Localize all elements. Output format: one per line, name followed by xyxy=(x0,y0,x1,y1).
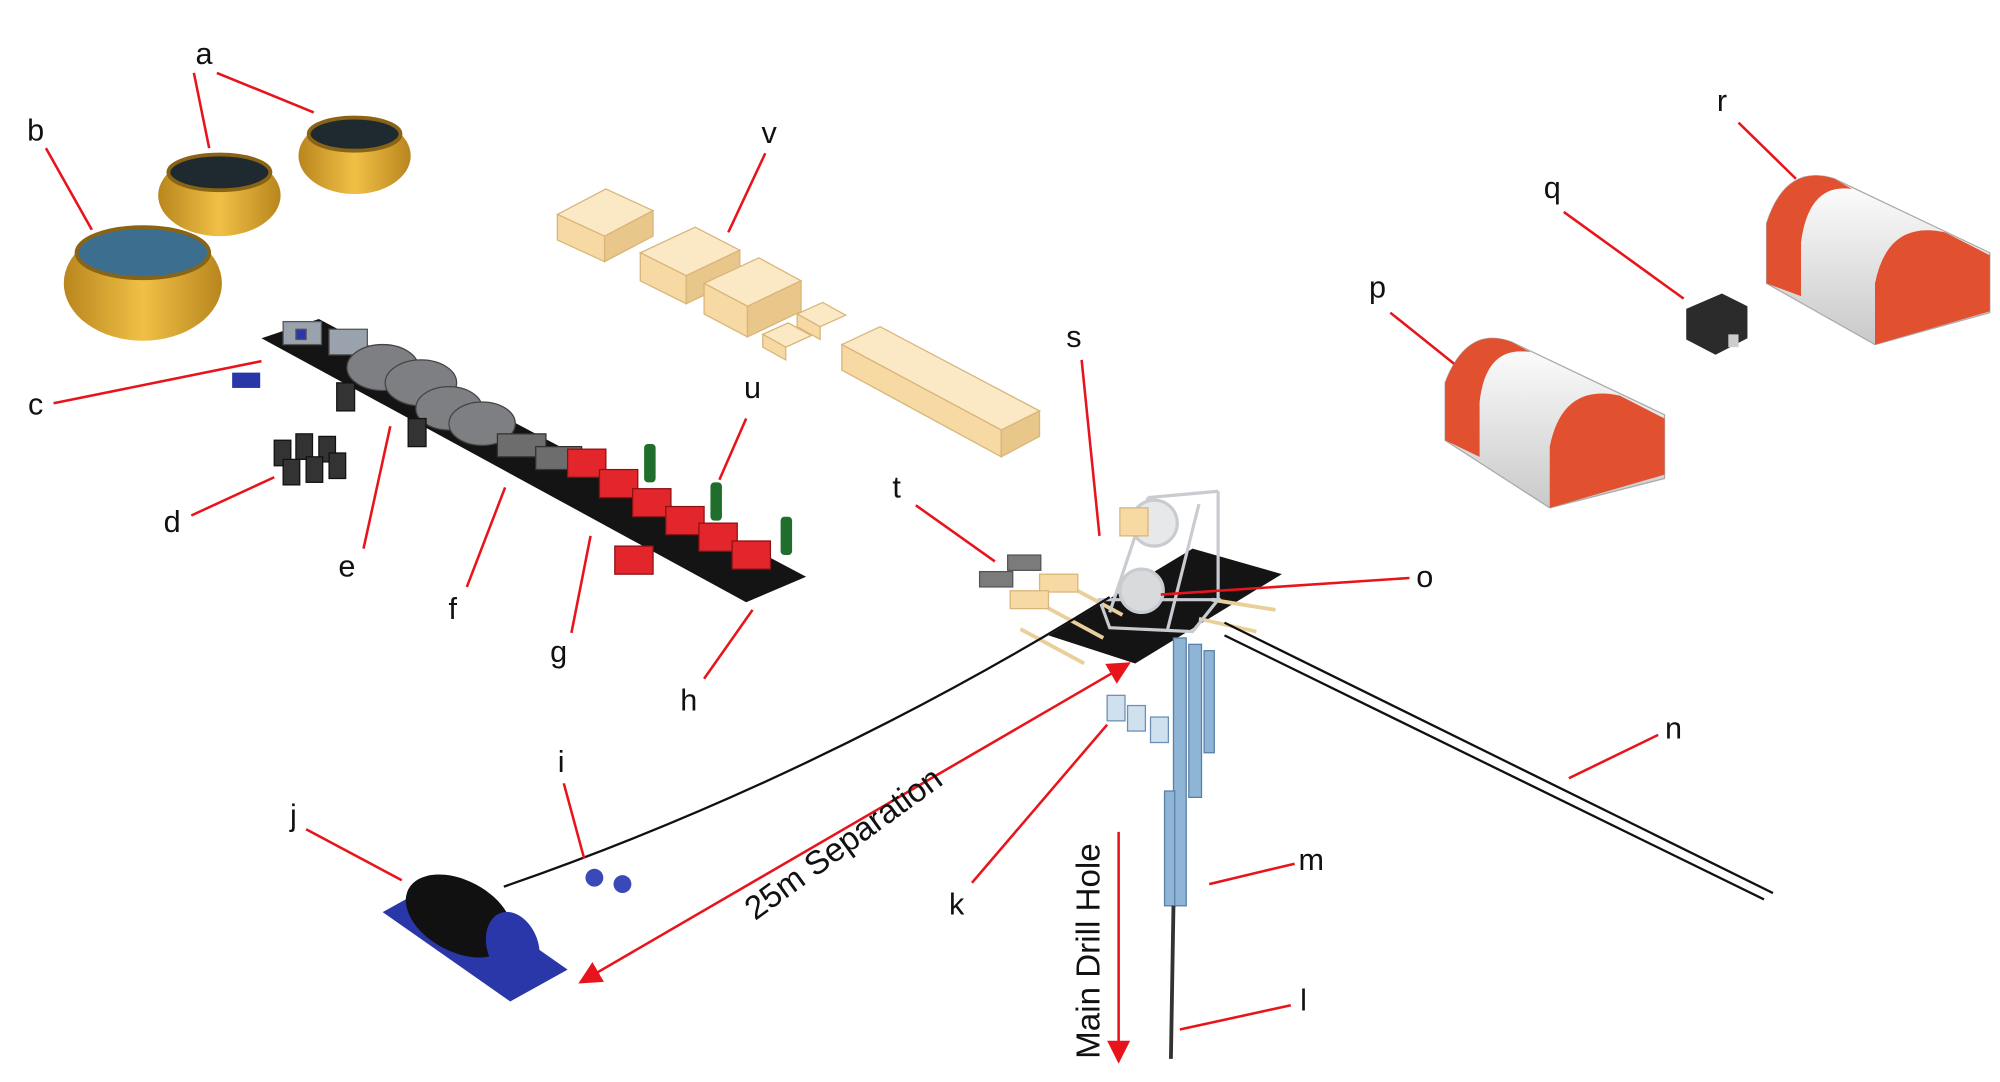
label-p: p xyxy=(1369,270,1386,304)
label-l: l xyxy=(1300,983,1307,1017)
equipment-platform xyxy=(261,319,807,603)
drill-string-l xyxy=(1169,905,1176,1059)
label-k: k xyxy=(949,888,965,922)
leader-lines xyxy=(44,71,1797,1031)
drill-tower xyxy=(1097,489,1222,634)
label-a: a xyxy=(196,37,214,71)
label-s: s xyxy=(1066,320,1081,354)
fuel-bladder-tank-small-1 xyxy=(158,152,281,237)
label-d: d xyxy=(164,505,181,539)
gas-cylinders xyxy=(644,444,793,556)
cable-to-winch xyxy=(503,596,1111,888)
generator-q xyxy=(1686,293,1748,355)
label-c: c xyxy=(28,388,43,422)
fuel-bladder-tank-small-2 xyxy=(298,115,411,195)
label-e: e xyxy=(338,550,355,584)
drill-platform xyxy=(978,489,1282,666)
cable-n-2 xyxy=(1223,634,1765,901)
small-pump xyxy=(232,372,261,388)
winch-j xyxy=(382,874,568,1002)
compressors xyxy=(346,343,516,446)
letter-labels: a b c d e f g h i j k l m n o p q r s t … xyxy=(27,37,1727,1017)
label-m: m xyxy=(1298,843,1324,877)
label-i: i xyxy=(558,745,565,779)
label-t: t xyxy=(892,471,901,505)
cable-n-1 xyxy=(1223,621,1774,895)
clamps-k xyxy=(1106,694,1170,744)
label-b: b xyxy=(27,113,44,147)
label-u: u xyxy=(744,371,761,405)
drill-hole-annotation: Main Drill Hole xyxy=(1070,843,1107,1059)
fuel-bladder-tank-large xyxy=(63,225,222,341)
label-r: r xyxy=(1717,84,1727,118)
separation-arrow xyxy=(578,662,1131,984)
drill-string-m xyxy=(1163,637,1215,907)
label-q: q xyxy=(1544,171,1561,205)
barrels xyxy=(273,382,427,486)
label-f: f xyxy=(449,592,458,626)
separation-annotation: 25m Separation xyxy=(738,760,949,928)
core-boxes xyxy=(978,554,1042,588)
cargo-crates xyxy=(555,188,1041,458)
tent-p xyxy=(1444,337,1666,509)
tent-r xyxy=(1765,175,1991,346)
sheaves-i xyxy=(585,868,632,894)
generators xyxy=(566,448,772,575)
label-o: o xyxy=(1416,560,1433,594)
label-g: g xyxy=(550,635,567,669)
label-n: n xyxy=(1665,712,1682,746)
label-v: v xyxy=(761,116,777,150)
label-h: h xyxy=(680,684,697,718)
label-j: j xyxy=(289,798,297,832)
